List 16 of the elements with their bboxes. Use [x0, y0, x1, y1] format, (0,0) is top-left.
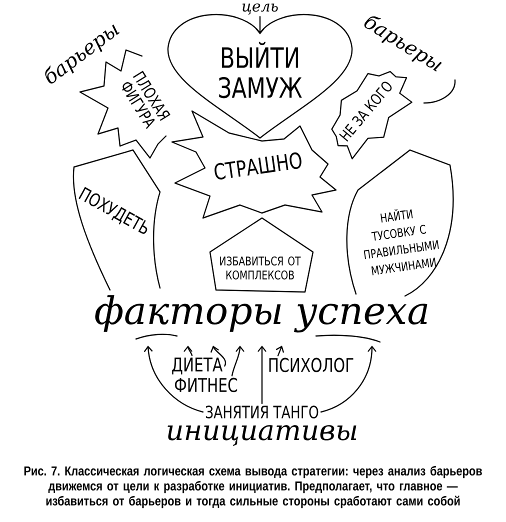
arrow — [276, 346, 284, 356]
node-label: ЗАНЯТИЯ ТАНГО — [206, 406, 318, 418]
arrow — [184, 346, 193, 356]
group-label: инициативы — [168, 425, 356, 446]
node-label: ПСИХОЛОГ — [269, 358, 354, 372]
node-label: ФИТНЕС — [175, 378, 238, 392]
node-label: цель — [242, 3, 278, 15]
arrow — [320, 346, 376, 413]
arrow — [144, 346, 204, 413]
arrow — [258, 346, 266, 404]
caption: Рис. 7. Классическая логическая схема вывода стратегии: через анализ барьеров движемся от цели к разработке инициатив. Предполагает, что главное — избавиться от барьеров и тогда сильные стороны сработают сами собой — [24, 466, 482, 508]
arrow — [256, 16, 264, 34]
node-label: ДИЕТА — [172, 358, 222, 374]
arrow — [210, 346, 226, 367]
arrow — [231, 346, 244, 376]
group-heading: факторы успеха — [95, 295, 428, 332]
